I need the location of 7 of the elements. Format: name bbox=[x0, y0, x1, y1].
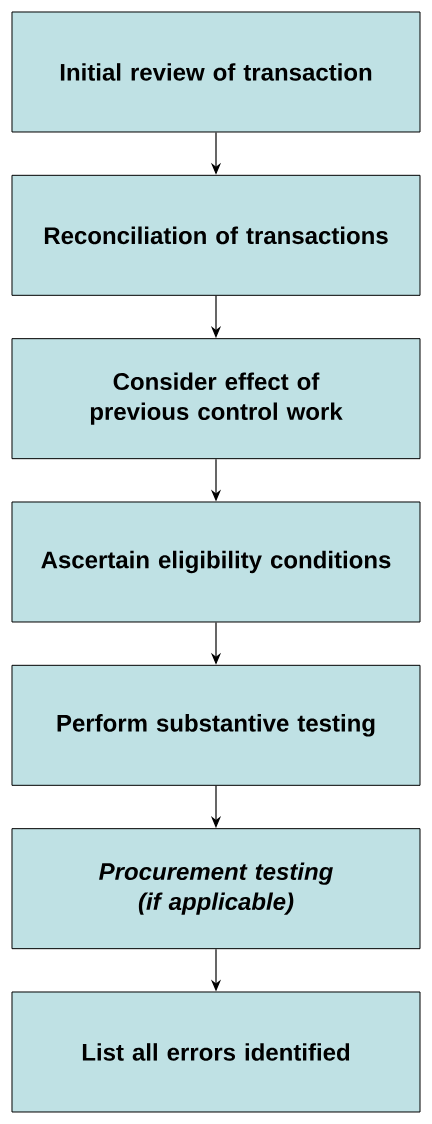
process-box: Reconciliation of transactions bbox=[11, 174, 421, 296]
process-box: Initial review of transaction bbox=[11, 11, 421, 133]
process-box: Perform substantive testing bbox=[11, 664, 421, 786]
process-box: Ascertain eligibility conditions bbox=[11, 501, 421, 623]
process-box: Consider effect of previous control work bbox=[11, 338, 421, 460]
process-box: Procurement testing (if applicable) bbox=[11, 828, 421, 950]
process-box: List all errors identified bbox=[11, 991, 421, 1113]
